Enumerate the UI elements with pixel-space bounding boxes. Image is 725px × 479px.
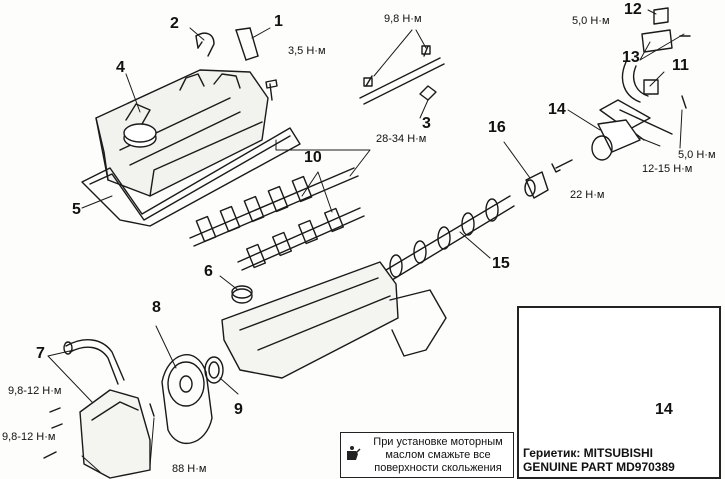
camshaft-adapter bbox=[524, 171, 549, 199]
callout-10: 10 bbox=[304, 149, 322, 166]
callout-8: 8 bbox=[152, 299, 161, 316]
torque-label-sensor-right: 5,0 Н·м bbox=[678, 149, 716, 161]
wiring-harness bbox=[63, 339, 125, 385]
lubrication-note: При установке моторным маслом смажьте вс… bbox=[340, 432, 514, 478]
torque-label-cover-upper: 9,8-12 Н·м bbox=[8, 385, 62, 397]
callout-3: 3 bbox=[422, 115, 431, 132]
callout-6: 6 bbox=[204, 263, 213, 280]
callout-14: 14 bbox=[548, 101, 566, 118]
torque-label-cover-lower: 9,8-12 Н·м bbox=[2, 431, 56, 443]
camshaft bbox=[385, 195, 515, 281]
callout-1: 1 bbox=[274, 13, 283, 30]
torque-label-rocker-shaft: 28-34 Н·м bbox=[376, 133, 427, 145]
callout-11: 11 bbox=[672, 57, 689, 74]
callout-14-inset: 14 bbox=[655, 401, 673, 418]
lubrication-note-text: При установке моторным маслом смажьте вс… bbox=[373, 436, 503, 474]
callout-12: 12 bbox=[624, 1, 642, 18]
seal-plug bbox=[231, 285, 253, 304]
breather-hose-1 bbox=[235, 27, 259, 61]
sealant-caption-line-1: Гериетик: MITSUBISHI bbox=[523, 446, 654, 460]
torque-label-cover-bolt: 3,5 Н·м bbox=[288, 45, 326, 57]
leader-lines bbox=[47, 9, 685, 473]
camshaft-oil-seal bbox=[204, 356, 224, 384]
cover-bolts bbox=[43, 403, 155, 459]
oil-can-icon bbox=[347, 446, 361, 460]
callout-7: 7 bbox=[36, 345, 45, 362]
torque-label-sprocket: 88 Н·м bbox=[172, 463, 207, 475]
rocker-cover bbox=[95, 69, 269, 197]
rocker-cover-gasket bbox=[81, 127, 301, 227]
breather-hose-2 bbox=[195, 32, 215, 57]
callout-5: 5 bbox=[72, 201, 81, 218]
oil-filler-cap bbox=[123, 103, 157, 148]
harness-bracket bbox=[359, 45, 445, 105]
callout-16: 16 bbox=[488, 119, 506, 136]
callout-13: 13 bbox=[622, 49, 640, 66]
timing-belt-cover bbox=[79, 389, 151, 479]
sealant-caption: Гериетик: MITSUBISHI GENUINE PART MD9703… bbox=[523, 446, 717, 474]
callout-4: 4 bbox=[116, 59, 125, 76]
torque-label-camshaft-cap-top: 9,8 Н·м bbox=[384, 13, 422, 25]
sealant-caption-line-2: GENUINE PART MD970389 bbox=[523, 460, 675, 474]
callout-2: 2 bbox=[170, 15, 179, 32]
torque-label-adapter: 22 Н·м bbox=[570, 189, 605, 201]
sensor-bracket bbox=[599, 7, 673, 135]
torque-label-housing: 12-15 Н·м bbox=[642, 163, 693, 175]
distributor-housing bbox=[591, 119, 641, 161]
cylinder-head bbox=[221, 261, 447, 379]
rocker-shaft-assembly bbox=[189, 167, 365, 271]
sealant-inset: 14 Гериетик: MITSUBISHI GENUINE PART MD9… bbox=[517, 306, 721, 479]
cover-bolt bbox=[265, 79, 278, 101]
callout-9: 9 bbox=[234, 401, 243, 418]
torque-label-sensor-top: 5,0 Н·м bbox=[572, 15, 610, 27]
adapter-bolt bbox=[551, 159, 573, 173]
callout-15: 15 bbox=[492, 255, 510, 272]
timing-belt-sprocket bbox=[161, 354, 213, 445]
